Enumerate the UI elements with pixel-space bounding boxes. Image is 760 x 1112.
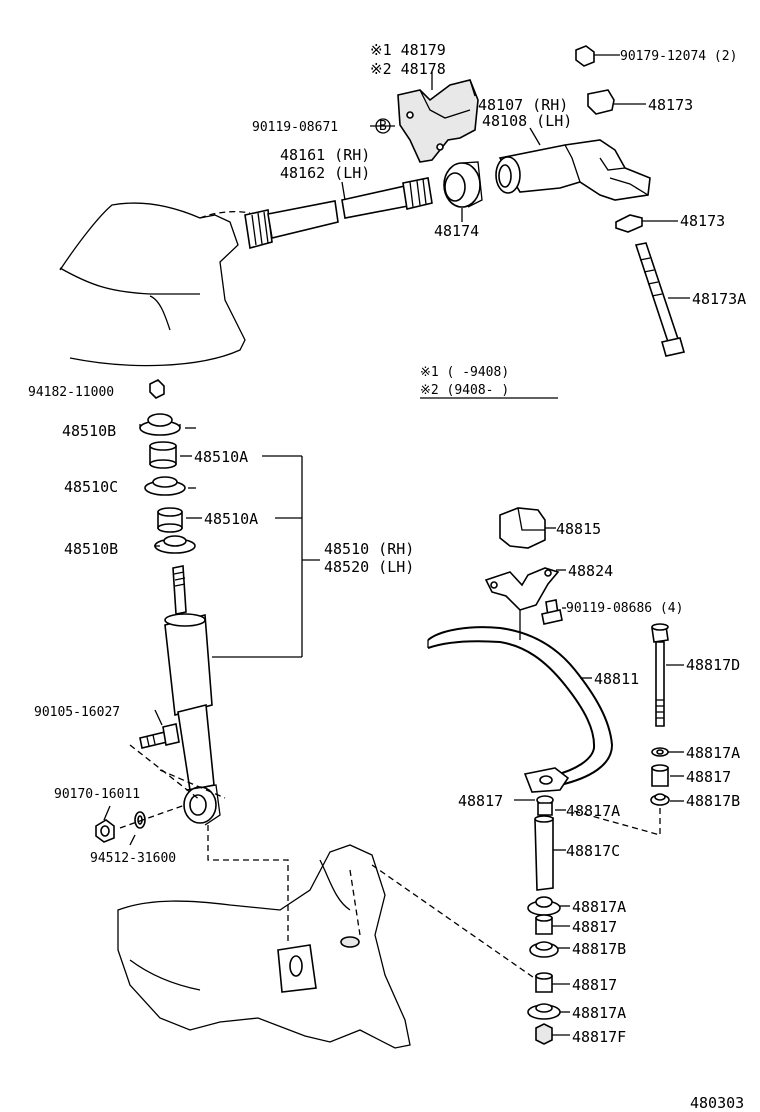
diagram-id: 480303 [690,1094,744,1112]
cushion-48510A-lower [157,507,183,533]
label-48817-b2: 48817 [572,976,617,994]
lower-suspension-arm [117,825,541,1049]
label-90119-08671: 90119-08671 [252,120,338,135]
label-48817B-right: 48817B [686,792,740,810]
label-48173A: 48173A [692,290,746,308]
bushing-48174 [443,161,483,208]
torsion-bar [244,177,433,250]
lower-arm-frame [59,202,251,367]
label-48510B-lower: 48510B [64,540,118,558]
washer-94512 [134,811,146,829]
shock-absorber-48510 [164,565,221,826]
label-48817-left: 48817 [458,792,503,810]
retainer-48510B-lower [154,535,196,554]
note-line-1: ※1 ( -9408) [420,365,509,380]
cushion-48510A-upper [149,441,177,469]
label-48817A-b2: 48817A [572,1004,626,1022]
label-48817B-bottom: 48817B [572,940,626,958]
label-48173-top: 48173 [648,96,693,114]
label-48162: 48162 (LH) [280,164,370,182]
label-48510A-lower: 48510A [204,510,258,528]
label-48817C: 48817C [566,842,620,860]
label-48817A-mid: 48817A [566,802,620,820]
label-94182: 94182-11000 [28,385,114,400]
label-48108: 48108 (LH) [482,112,572,130]
bolt-48173A [634,242,690,357]
label-48179: ※1 48179 [370,41,446,59]
label-48510C: 48510C [64,478,118,496]
adjuster-48173-mid [615,214,678,233]
label-48173-mid: 48173 [680,212,725,230]
label-48817-right: 48817 [686,768,731,786]
label-90105: 90105-16027 [34,705,120,720]
label-90179: 90179-12074 (2) [620,49,737,64]
center-stack [514,795,566,891]
note-line-2: ※2 (9408- ) [420,383,509,398]
circle-b-marker [375,118,391,134]
nut-90170 [95,819,115,843]
leaders-top [341,72,541,222]
bolt-48817D [651,623,684,727]
label-48107: 48107 (RH) [478,96,568,114]
label-48815: 48815 [556,520,601,538]
right-stack [569,747,684,836]
label-48178: ※2 48178 [370,60,446,78]
bracket-48824 [484,567,566,611]
nut-90179 [575,45,620,67]
label-48817F: 48817F [572,1028,626,1046]
retainer-48510C [144,476,186,496]
nut-94182 [149,379,165,399]
label-48817A-right: 48817A [686,744,740,762]
stabilizer-bar-48811 [427,610,614,793]
label-48510A-upper: 48510A [194,448,248,466]
label-90119-08686: 90119-08686 (4) [566,601,683,616]
bolt-90105 [139,723,180,749]
label-48510: 48510 (RH) [324,540,414,558]
bolt-90119-08686 [541,599,566,625]
circle-b-letter: B [379,119,387,134]
label-48817D: 48817D [686,656,740,674]
retainer-48510B-upper [139,413,181,436]
label-48520: 48520 (LH) [324,558,414,576]
label-48174: 48174 [434,222,479,240]
bottom-stack [527,896,570,1045]
anchor-arm-48107 [495,139,651,201]
adjuster-48173-top [587,89,646,115]
label-48811: 48811 [594,670,639,688]
label-48161: 48161 (RH) [280,146,370,164]
label-48824: 48824 [568,562,613,580]
label-94512: 94512-31600 [90,851,176,866]
part-labels: ※1 48179 ※2 48178 90179-12074 (2) 48173 … [28,41,746,1112]
label-48510B-upper: 48510B [62,422,116,440]
label-48817A-b1: 48817A [572,898,626,916]
label-48817-b1: 48817 [572,918,617,936]
bushing-48815 [499,507,556,549]
bracket-48179 [397,79,479,163]
leaders-shock [103,427,320,846]
label-90170: 90170-16011 [54,787,140,802]
